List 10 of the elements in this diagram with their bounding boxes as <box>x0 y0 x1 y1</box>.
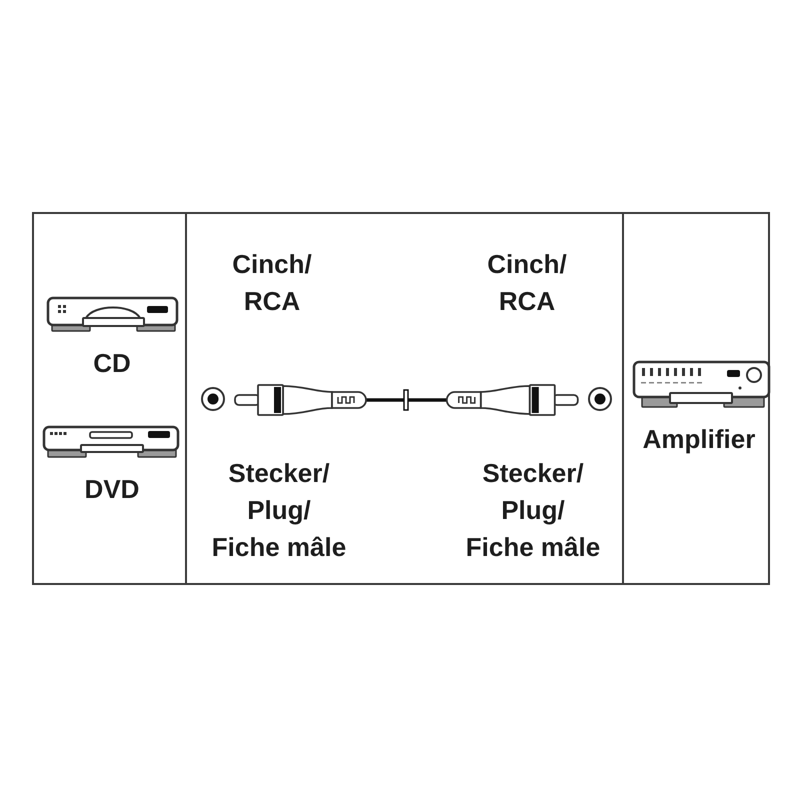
plug-label: Stecker/ Plug/ Fiche mâle <box>464 457 602 564</box>
plug-label: Stecker/ Plug/ Fiche mâle <box>210 457 348 564</box>
connector-label: Cinch/ RCA <box>487 248 567 318</box>
connector-label: Cinch/ RCA <box>232 248 312 318</box>
device-label: DVD <box>84 473 140 506</box>
device-label: Amplifier <box>642 423 756 456</box>
device-label: CD <box>93 347 131 380</box>
panel <box>185 212 624 585</box>
panel <box>622 212 770 585</box>
panel <box>32 212 187 585</box>
